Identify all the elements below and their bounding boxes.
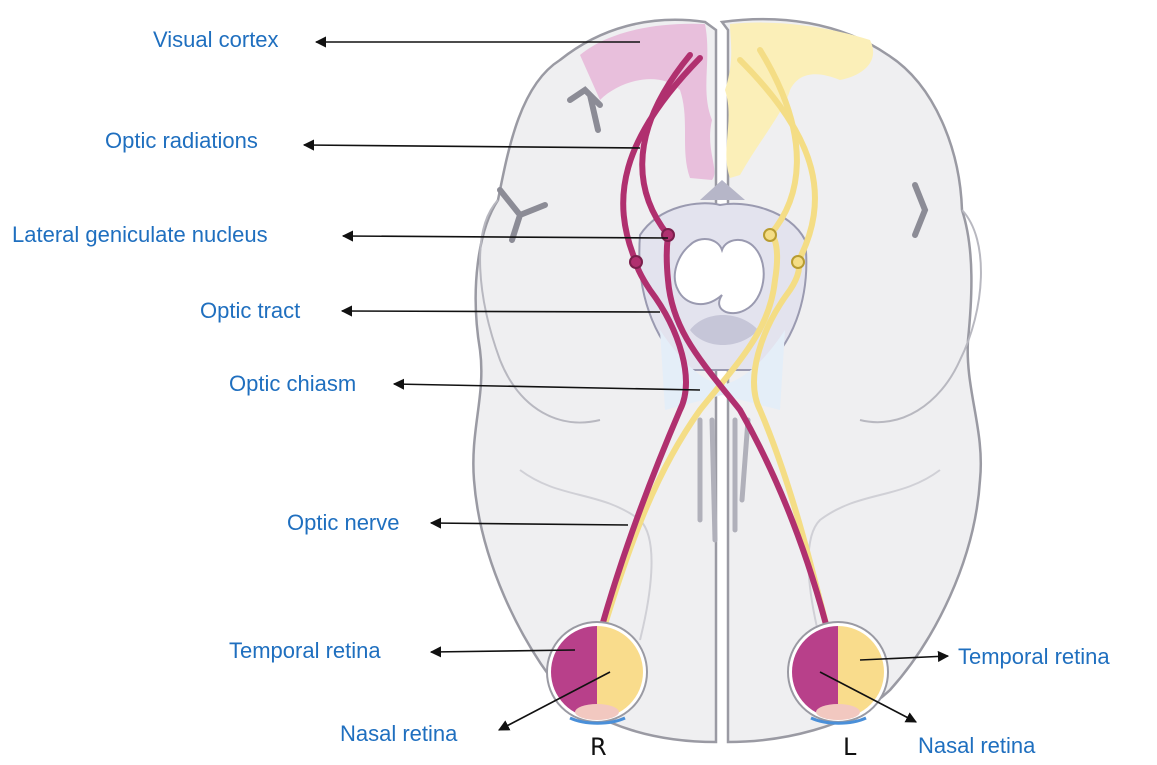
label-nasal-retina-right: Nasal retina [340,723,457,745]
label-visual-cortex: Visual cortex [153,29,279,51]
label-lateral-geniculate-nucleus: Lateral geniculate nucleus [12,224,268,246]
lgn-left-inner-dot [764,229,776,241]
lgn-right-inner-dot [662,229,674,241]
label-optic-radiations: Optic radiations [105,130,258,152]
lgn-left-outer-dot [792,256,804,268]
right-eye [547,622,647,723]
arrow-optic-tract [342,311,660,312]
lgn-right-outer-dot [630,256,642,268]
label-optic-chiasm: Optic chiasm [229,373,356,395]
label-temporal-retina-left: Temporal retina [958,646,1110,668]
label-optic-nerve: Optic nerve [287,512,400,534]
label-side-left: L [843,735,856,759]
label-optic-tract: Optic tract [200,300,300,322]
label-side-right: R [590,735,607,759]
label-temporal-retina-right: Temporal retina [229,640,381,662]
left-eye [788,622,888,723]
label-nasal-retina-left: Nasal retina [918,735,1035,757]
